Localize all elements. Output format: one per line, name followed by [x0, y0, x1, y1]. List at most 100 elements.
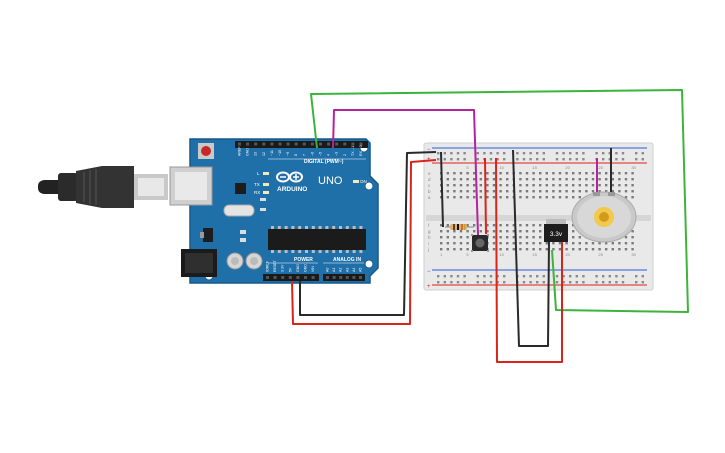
bb-row-letter: a	[428, 195, 431, 200]
power-label: POWER	[294, 257, 313, 263]
digital-pin-hole[interactable]	[359, 142, 363, 146]
wire-black-loop[interactable]	[512, 149, 550, 347]
digital-pin-label: 12	[262, 152, 266, 156]
digital-pin-hole[interactable]	[335, 142, 339, 146]
digital-pin-hole[interactable]	[302, 142, 306, 146]
bb-col-number: 20	[565, 252, 570, 257]
wire-red-button[interactable]	[484, 157, 487, 235]
digital-pwm-label: DIGITAL (PWM~)	[304, 159, 344, 165]
svg-text:+: +	[427, 284, 431, 290]
usb-cable	[38, 166, 168, 208]
digital-pin-label: ~6	[310, 152, 314, 156]
resistor[interactable]	[445, 224, 474, 230]
digital-pin-hole[interactable]	[278, 142, 282, 146]
power-pin-hole[interactable]	[281, 276, 285, 279]
power-pin-hole[interactable]	[266, 276, 269, 279]
analog-pin-label: A1	[332, 268, 336, 272]
power-pin-hole[interactable]	[273, 276, 277, 279]
pushbutton[interactable]	[471, 234, 489, 252]
bb-row-letter: c	[428, 183, 431, 188]
wire-green[interactable]	[310, 89, 689, 313]
power-pin-hole[interactable]	[311, 276, 315, 279]
bb-row-letter: g	[428, 229, 431, 234]
uno-model-text: UNO	[318, 175, 343, 187]
analog-pin-hole[interactable]	[359, 276, 362, 279]
digital-pin-hole[interactable]	[294, 142, 298, 146]
chip-pins-top	[271, 226, 363, 229]
digital-pin-hole[interactable]	[238, 142, 241, 146]
bb-row-letter: i	[428, 241, 429, 246]
arduino-brand-text: ARDUINO	[277, 186, 307, 193]
bb-row-letter: b	[428, 189, 431, 194]
bb-row-letter: e	[428, 171, 431, 176]
digital-header	[235, 141, 368, 148]
analog-pin-label: A0	[326, 268, 330, 272]
power-pin-hole[interactable]	[304, 276, 307, 279]
digital-pin-label: 13	[254, 152, 258, 156]
bb-row-letter: f	[428, 223, 430, 228]
digital-pin-label: GND	[246, 148, 250, 156]
analog-pin-label: A5	[359, 268, 363, 272]
power-pin-label: VIN	[311, 266, 315, 272]
rx-led-label: RX	[254, 190, 260, 195]
digital-pin-hole[interactable]	[270, 142, 274, 146]
voltage-regulator[interactable]: 3.3v	[544, 219, 568, 242]
digital-pin-hole[interactable]	[246, 142, 250, 146]
tx-led-label: TX	[254, 182, 260, 187]
digital-pin-label: AREF	[238, 146, 242, 156]
digital-pin-hole[interactable]	[319, 142, 322, 146]
digital-pin-hole[interactable]	[254, 142, 258, 146]
digital-pin-label: 4	[327, 154, 331, 156]
digital-pin-hole[interactable]	[262, 142, 266, 146]
bb-col-number: 30	[631, 165, 636, 170]
dc-motor[interactable]	[571, 191, 637, 243]
power-pin-label: GND	[296, 264, 300, 272]
wire-magenta-pin-to-button[interactable]	[332, 109, 479, 236]
digital-pin-label: ~11	[270, 150, 274, 156]
analog-pin-label: A2	[339, 268, 343, 272]
bb-col-number: 1	[440, 252, 443, 257]
bb-col-number: 10	[499, 165, 504, 170]
analog-pin-hole[interactable]	[339, 276, 343, 279]
digital-pin-hole[interactable]	[343, 142, 347, 146]
power-pin-label: RESET	[273, 259, 277, 272]
analog-in-label: ANALOG IN	[333, 257, 361, 263]
digital-pin-hole[interactable]	[310, 142, 314, 146]
wire-red-5v[interactable]	[291, 159, 437, 325]
wire-black-resistor[interactable]	[440, 151, 444, 228]
bb-col-number: 15	[532, 252, 537, 257]
chip-pins-bottom	[271, 250, 363, 253]
digital-pin-label: ~3	[335, 152, 339, 156]
bb-col-number: 15	[532, 165, 537, 170]
analog-pin-hole[interactable]	[345, 276, 349, 279]
bb-row-letter: h	[428, 235, 431, 240]
bb-row-letter: d	[428, 177, 431, 182]
analog-pin-hole[interactable]	[326, 276, 329, 279]
analog-pin-hole[interactable]	[352, 276, 356, 279]
regulator-label: 3.3v	[550, 231, 563, 238]
wire-black-gnd[interactable]	[299, 151, 437, 316]
digital-pin-label: ~5	[319, 152, 323, 156]
analog-pin-label: A4	[352, 268, 356, 272]
atmega-chip	[268, 229, 366, 250]
power-pin-label: GND	[304, 264, 308, 272]
digital-pin-label: 2	[343, 154, 347, 156]
analog-pin-label: A3	[345, 268, 349, 272]
digital-pin-hole[interactable]	[351, 142, 355, 146]
digital-pin-label: TX→1	[351, 146, 355, 156]
power-pin-hole[interactable]	[288, 276, 292, 279]
breadboard-holes	[437, 152, 644, 284]
analog-pin-hole[interactable]	[332, 276, 336, 279]
wire-red-loop[interactable]	[495, 157, 563, 363]
digital-pin-label: RX←0	[359, 145, 363, 156]
power-pin-hole[interactable]	[296, 276, 300, 279]
svg-text:−: −	[427, 147, 431, 153]
bb-row-letter: j	[427, 247, 429, 252]
digital-pin-hole[interactable]	[327, 142, 331, 146]
l-led-label: L	[257, 171, 260, 176]
digital-pin-hole[interactable]	[286, 142, 290, 146]
power-pin-label: 5V	[288, 267, 292, 272]
